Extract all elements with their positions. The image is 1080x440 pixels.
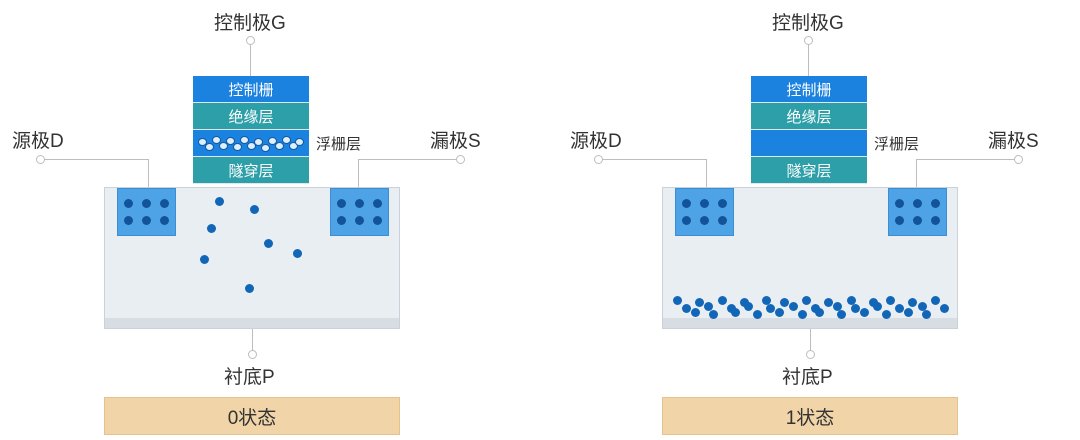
source-lead-v: [706, 159, 707, 187]
cell-diagram-state-0: 控制极G 源极D 漏极S 浮栅层 控制栅 绝缘层: [12, 13, 481, 435]
channel-electron: [691, 308, 701, 317]
floating-gate-label: 浮栅层: [316, 136, 362, 153]
source-lead-h: [602, 159, 706, 160]
channel-electron: [797, 310, 807, 319]
channel-electron: [744, 302, 754, 311]
substrate-terminal: [248, 350, 257, 359]
channel-electron: [717, 296, 727, 305]
insulator-layer: 绝缘层: [751, 103, 867, 130]
substrate-terminal: [806, 350, 815, 359]
drain-well: [888, 188, 947, 236]
channel-electron: [882, 310, 892, 319]
free-electron: [293, 249, 302, 258]
control-gate-layer: 控制栅: [751, 76, 867, 103]
state-bar: 0状态: [104, 397, 400, 435]
cell-diagram-state-1: 控制极G 源极D 漏极S 浮栅层 控制栅 绝缘层 隧穿层 衬底P 1状态: [558, 0, 1080, 440]
source-label: 源极D: [570, 131, 622, 152]
channel-electron: [917, 302, 927, 311]
channel-electron: [730, 308, 740, 317]
channel-electron: [775, 308, 785, 317]
drain-lead-v: [916, 159, 917, 187]
source-well: [675, 188, 734, 236]
drain-label: 漏极S: [988, 131, 1039, 152]
drain-terminal: [1014, 155, 1023, 164]
free-electron: [264, 239, 273, 248]
channel-electron: [695, 298, 705, 307]
channel-electron: [850, 304, 860, 313]
channel-electron: [833, 302, 843, 311]
channel-electron: [886, 296, 896, 305]
free-electron: [250, 205, 259, 214]
gate-stack: 控制栅 绝缘层 隧穿层: [751, 76, 867, 184]
channel-electron: [682, 304, 692, 313]
channel-electron: [753, 310, 763, 319]
free-electron: [245, 284, 254, 293]
gate-stack: 控制栅 绝缘层 隧穿层: [193, 76, 309, 184]
drain-well: [330, 188, 389, 236]
channel-electron: [801, 296, 811, 305]
free-electron: [215, 197, 224, 206]
control-gate-label: 控制极G: [214, 13, 286, 34]
drain-lead-h: [358, 159, 456, 160]
channel-electron: [930, 296, 940, 305]
channel-electron: [779, 298, 789, 307]
tunnel-layer: 隧穿层: [193, 157, 309, 184]
substrate-label: 衬底P: [782, 367, 833, 388]
channel-electron: [939, 304, 949, 313]
insulator-layer: 绝缘层: [193, 103, 309, 130]
channel-electron: [859, 308, 869, 317]
drain-lead-h: [916, 159, 1014, 160]
floating-gate-label: 浮栅层: [874, 136, 920, 153]
control-gate-layer: 控制栅: [193, 76, 309, 103]
channel-electron: [704, 302, 714, 311]
channel-electron: [788, 302, 798, 311]
channel-electron: [815, 308, 825, 317]
channel-electron: [872, 302, 882, 311]
gate-lead: [250, 40, 251, 76]
channel-electron: [673, 296, 682, 305]
channel-electron: [762, 296, 772, 305]
free-electron: [200, 255, 209, 264]
substrate-base: [105, 318, 399, 328]
floating-gate-layer: [193, 130, 309, 157]
drain-lead-v: [358, 159, 359, 187]
source-label: 源极D: [12, 131, 64, 152]
channel-electron: [895, 304, 905, 313]
channel-electron: [708, 310, 718, 319]
channel-electron: [904, 308, 914, 317]
drain-terminal: [456, 155, 465, 164]
channel-electron: [908, 298, 918, 307]
channel-electron: [766, 304, 776, 313]
source-lead-h: [44, 159, 148, 160]
state-bar: 1状态: [662, 397, 958, 435]
channel-electron: [837, 310, 847, 319]
free-electron: [207, 224, 216, 233]
tunnel-layer: 隧穿层: [751, 157, 867, 184]
substrate-base: [663, 318, 957, 328]
source-well: [117, 188, 176, 236]
substrate-label: 衬底P: [224, 367, 275, 388]
p-substrate: [662, 187, 958, 329]
channel-electron: [846, 296, 856, 305]
channel-electron: [824, 298, 834, 307]
p-substrate: [104, 187, 400, 329]
control-gate-label: 控制极G: [772, 13, 844, 34]
floating-gate-layer: [751, 130, 867, 157]
substrate-lead: [810, 329, 811, 357]
drain-label: 漏极S: [430, 131, 481, 152]
channel-electron: [921, 310, 931, 319]
source-lead-v: [148, 159, 149, 187]
gate-terminal: [246, 36, 255, 45]
gate-lead: [808, 40, 809, 76]
gate-terminal: [804, 36, 813, 45]
substrate-lead: [252, 329, 253, 357]
